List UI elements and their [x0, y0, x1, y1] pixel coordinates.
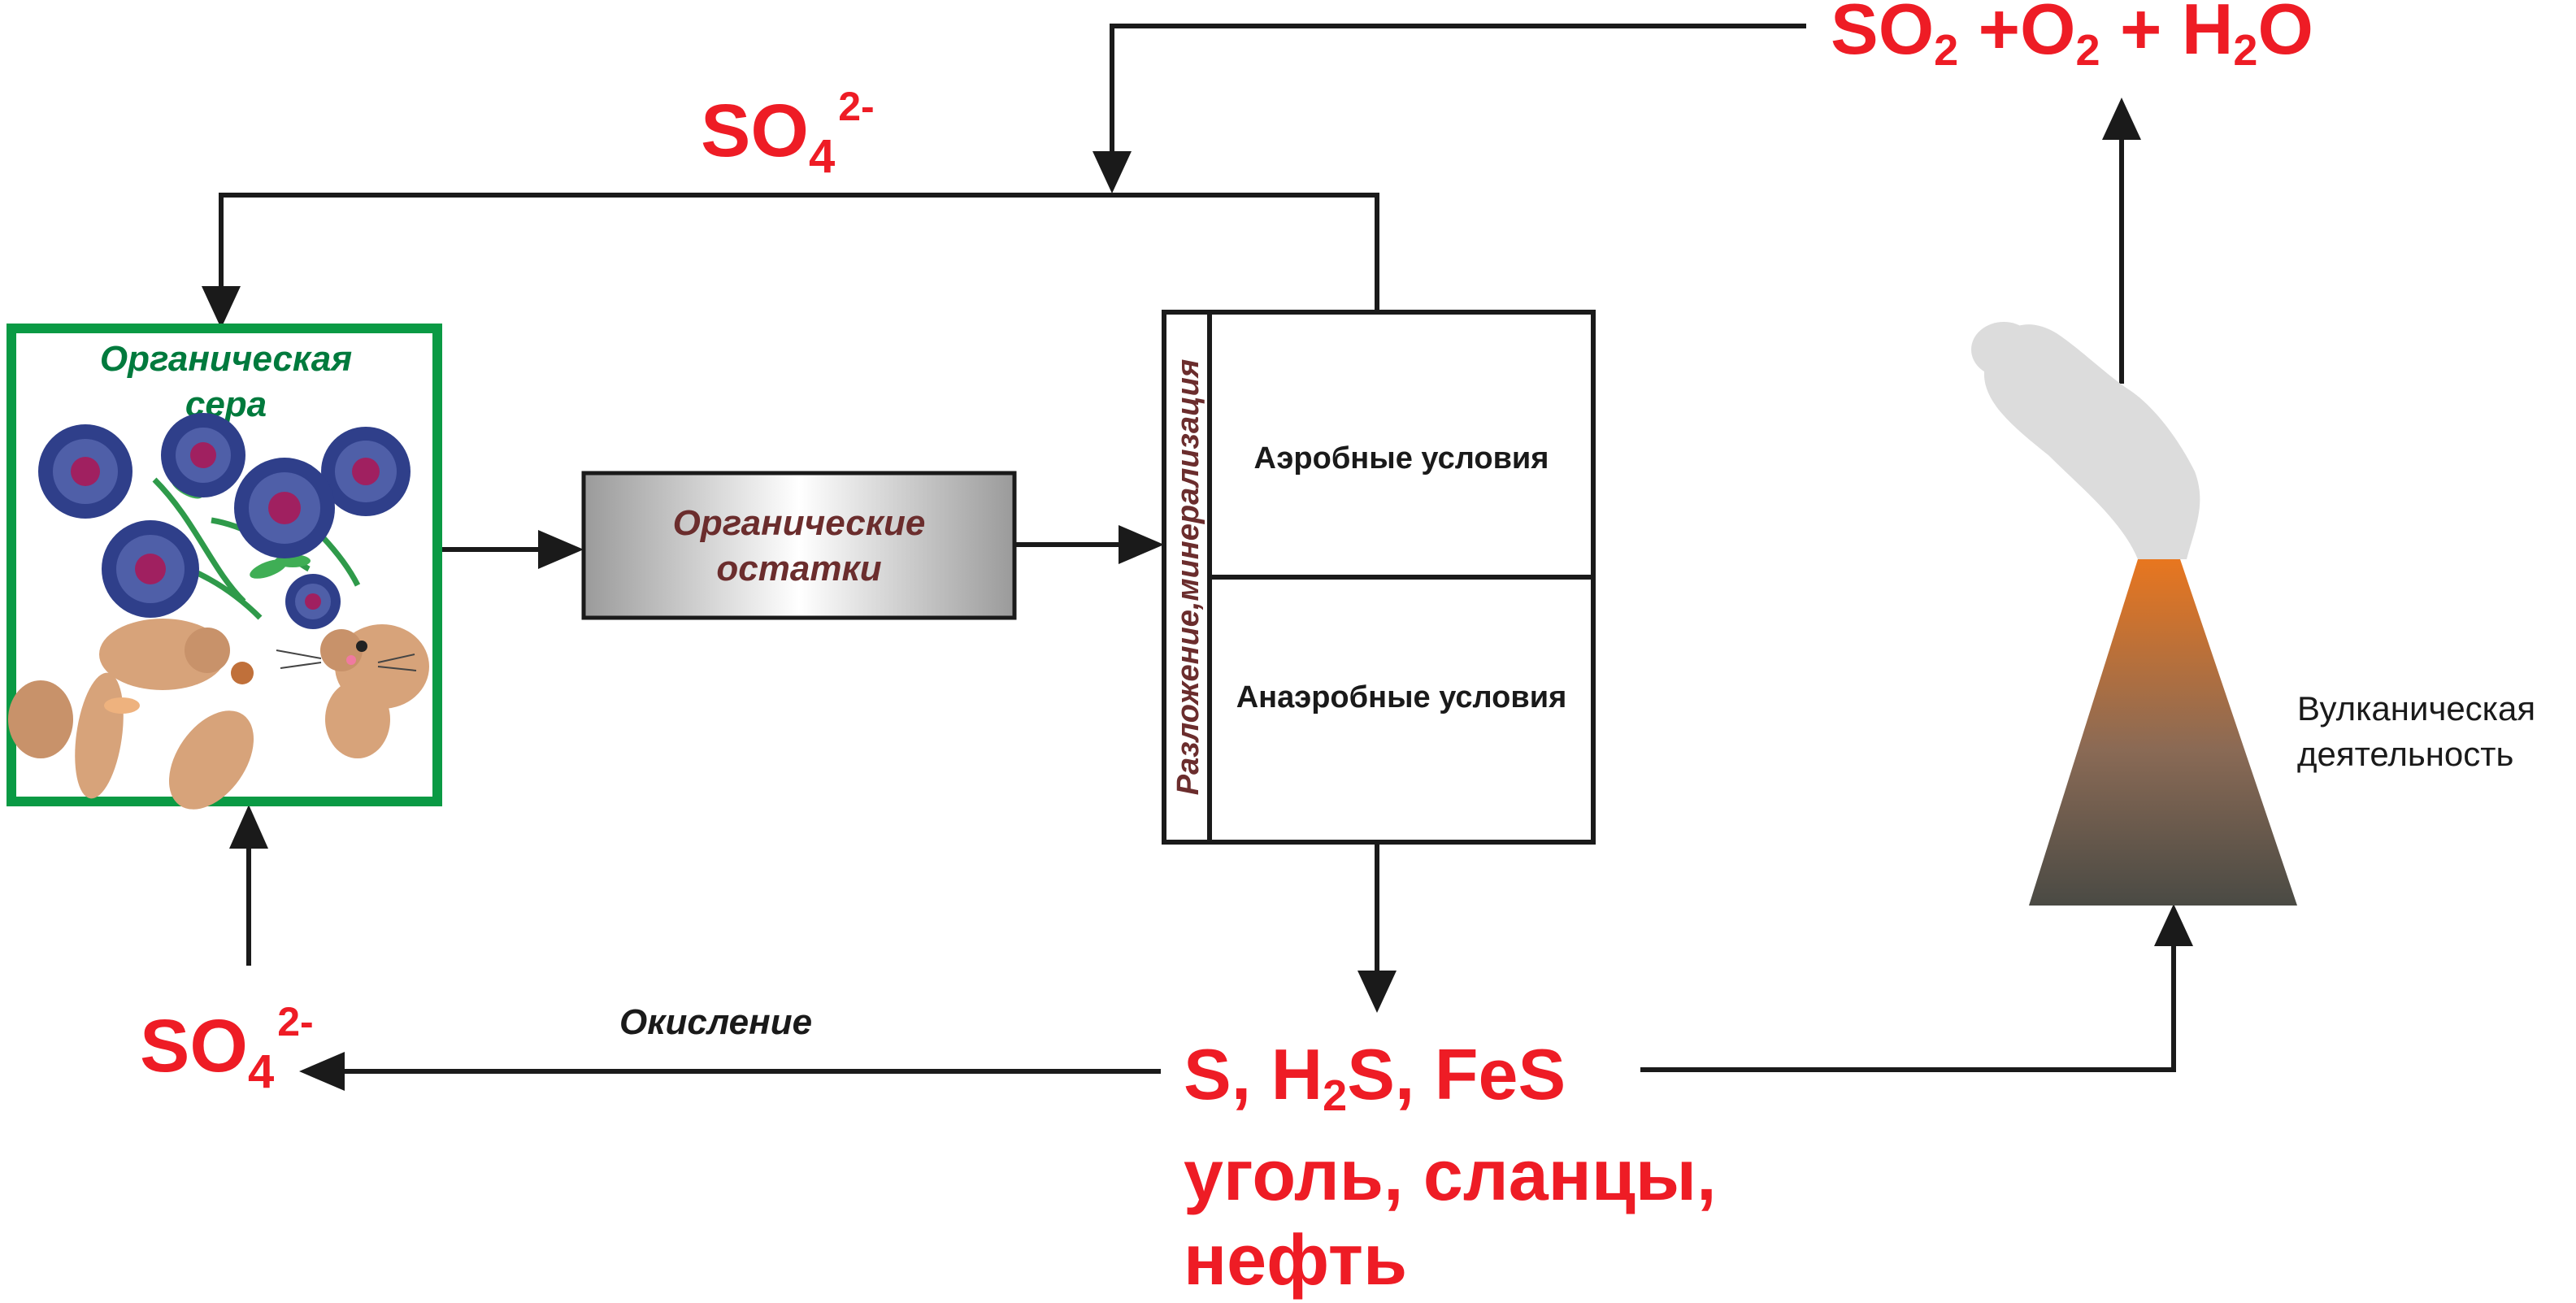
volcanic-gases-label: SO2 +O2 + H2O	[1831, 0, 2313, 75]
arrow-head-icon	[2102, 98, 2141, 140]
decomposition-box: Разложение,минерализация Аэробные услови…	[1162, 310, 1596, 845]
hamsters-illustration	[8, 619, 429, 810]
flowers-illustration	[38, 413, 411, 629]
sulfate-top-line	[219, 193, 1379, 311]
sulfate-top-label: SO42-	[701, 84, 875, 183]
arrow-head-icon	[229, 805, 268, 849]
arrow-head-icon	[1093, 151, 1132, 193]
organic-sulfur-label-1: Органическая	[100, 339, 352, 379]
decomposition-side-label: Разложение,минерализация	[1171, 359, 1205, 795]
organic-residue-label-1: Органические	[673, 503, 926, 543]
arrow-head-icon	[1119, 525, 1164, 564]
gas-return-line	[1110, 24, 1806, 151]
volcanic-activity-label-1: Вулканическая	[2297, 689, 2535, 728]
volcano-icon	[2029, 559, 2297, 906]
products-line-2: уголь, сланцы,	[1184, 1135, 1717, 1215]
sulfate-bottom-label: SO42-	[140, 999, 314, 1098]
sulfide-products: S, H2S, FeS уголь, сланцы, нефть	[1184, 1034, 1717, 1300]
oxidation-label: Окисление	[619, 1002, 812, 1042]
organic-sulfur-box: Органическая сера	[7, 324, 442, 810]
arrow-head-icon	[202, 286, 241, 328]
smoke-plume-icon	[1971, 322, 2200, 559]
organic-residue-label-2: остатки	[716, 549, 881, 589]
connectors	[219, 24, 2176, 1074]
products-line-3: нефть	[1184, 1219, 1407, 1300]
arrow-head-icon	[299, 1052, 345, 1091]
products-to-volcano-line	[1640, 943, 2176, 1072]
products-line-1: S, H2S, FeS	[1184, 1034, 1566, 1120]
aerobic-conditions-label: Аэробные условия	[1254, 441, 1549, 476]
organic-residue-box: Органические остатки	[581, 471, 1017, 620]
arrow-head-icon	[538, 530, 584, 569]
arrow-head-icon	[1358, 971, 1397, 1013]
anaerobic-conditions-label: Анаэробные условия	[1236, 680, 1567, 714]
volcanic-activity-label-2: деятельность	[2297, 735, 2513, 773]
arrow-heads	[202, 98, 2193, 1091]
arrow-head-icon	[2154, 904, 2193, 946]
